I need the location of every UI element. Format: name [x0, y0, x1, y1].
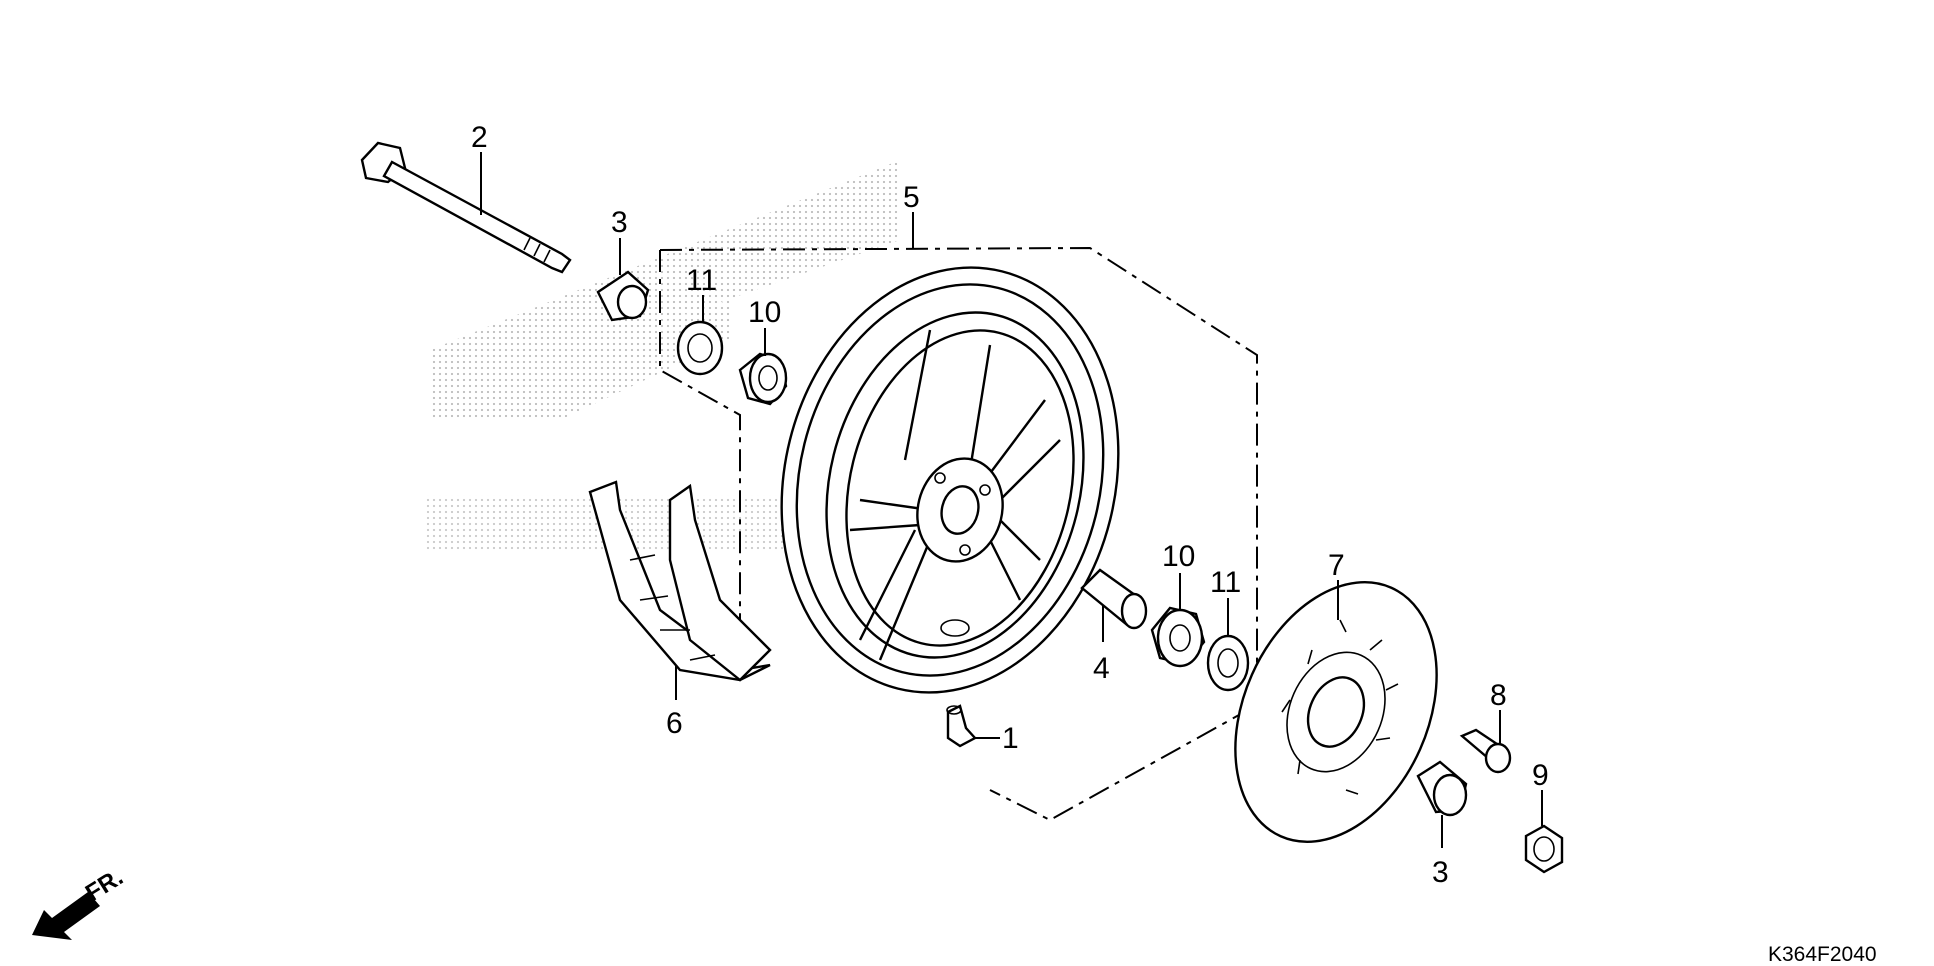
- axle-bolt: [360, 141, 572, 274]
- callout-valve: 1: [1002, 722, 1019, 755]
- callout-bearing-right: 10: [1162, 540, 1195, 573]
- callout-seal-right: 11: [1210, 566, 1241, 599]
- tire: [588, 480, 772, 682]
- axle-nut: [1524, 824, 1564, 874]
- callout-tire: 6: [666, 707, 683, 740]
- callout-distance-collar: 4: [1093, 652, 1110, 685]
- seal-left: [676, 320, 724, 376]
- disc-bolt: [1459, 728, 1512, 774]
- collar-left: [596, 270, 650, 322]
- brake-disc: [1234, 581, 1438, 843]
- diagram-code: K364F2040: [1768, 943, 1877, 966]
- callout-collar-left: 3: [611, 206, 628, 239]
- distance-collar: [1080, 568, 1148, 630]
- collar-right: [1416, 760, 1468, 817]
- seal-right: [1206, 634, 1250, 692]
- leader-lines: [480, 152, 1543, 848]
- callout-wheel-assembly: 5: [903, 181, 920, 214]
- valve: [946, 704, 977, 748]
- front-arrow-icon: [32, 892, 100, 940]
- callout-axle-bolt: 2: [471, 121, 488, 154]
- callout-bearing-left: 10: [748, 296, 781, 329]
- callout-brake-disc: 7: [1328, 549, 1345, 582]
- callout-collar-right: 3: [1432, 856, 1449, 889]
- callout-axle-nut: 9: [1532, 759, 1549, 792]
- callout-seal-left: 11: [686, 264, 717, 297]
- front-direction-indicator: FR.: [32, 864, 128, 940]
- bearing-right: [1150, 606, 1206, 668]
- wheel-rim: [780, 266, 1120, 694]
- bearing-left: [738, 352, 788, 406]
- callout-disc-bolt: 8: [1490, 679, 1507, 712]
- wheel-assembly-boundary: [659, 246, 1258, 822]
